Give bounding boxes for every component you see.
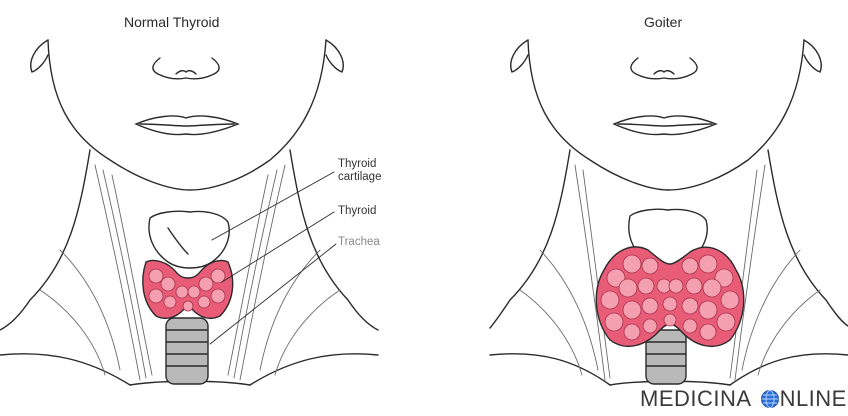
right-mouth bbox=[612, 115, 718, 136]
trachea-label: Trachea bbox=[338, 236, 380, 248]
left-neck-left bbox=[0, 149, 91, 331]
label-leader-lines bbox=[209, 171, 337, 345]
right-nose bbox=[630, 57, 698, 80]
goiter-trachea bbox=[645, 329, 687, 385]
normal-neck-muscles bbox=[39, 164, 341, 381]
watermark-text-online: NLINE bbox=[779, 386, 847, 411]
left-ear-right bbox=[325, 39, 344, 73]
goiter-thyroid-lobules bbox=[600, 254, 740, 341]
thyroid-label: Thyroid bbox=[338, 205, 377, 217]
normal-thyroid-lobules bbox=[148, 268, 226, 312]
thyroid-cartilage-label-line1: Thyroid bbox=[338, 158, 377, 170]
normal-thyroid-title: Normal Thyroid bbox=[124, 14, 220, 30]
left-ear-left bbox=[30, 39, 49, 73]
right-ear-right bbox=[803, 39, 822, 73]
right-neck-left bbox=[489, 149, 571, 329]
left-mouth bbox=[134, 115, 240, 136]
right-ear-left bbox=[510, 39, 529, 73]
normal-trachea bbox=[165, 317, 209, 385]
thyroid-cartilage-label: Thyroid cartilage bbox=[338, 158, 381, 184]
right-face-outline bbox=[527, 39, 805, 191]
normal-thyroid-cartilage bbox=[148, 210, 230, 269]
normal-neck-illustration bbox=[0, 39, 379, 386]
watermark-text-medicina: MEDICINA bbox=[640, 386, 752, 411]
goiter-neck-muscles bbox=[519, 164, 821, 381]
left-face-outline bbox=[47, 39, 327, 191]
globe-icon bbox=[760, 390, 779, 408]
goiter-title: Goiter bbox=[644, 14, 683, 30]
left-nose bbox=[152, 57, 220, 80]
thyroid-cartilage-label-line2: cartilage bbox=[338, 171, 382, 183]
right-neck-right bbox=[767, 149, 848, 327]
medicina-online-watermark: MEDICINA NLINE bbox=[640, 386, 847, 412]
